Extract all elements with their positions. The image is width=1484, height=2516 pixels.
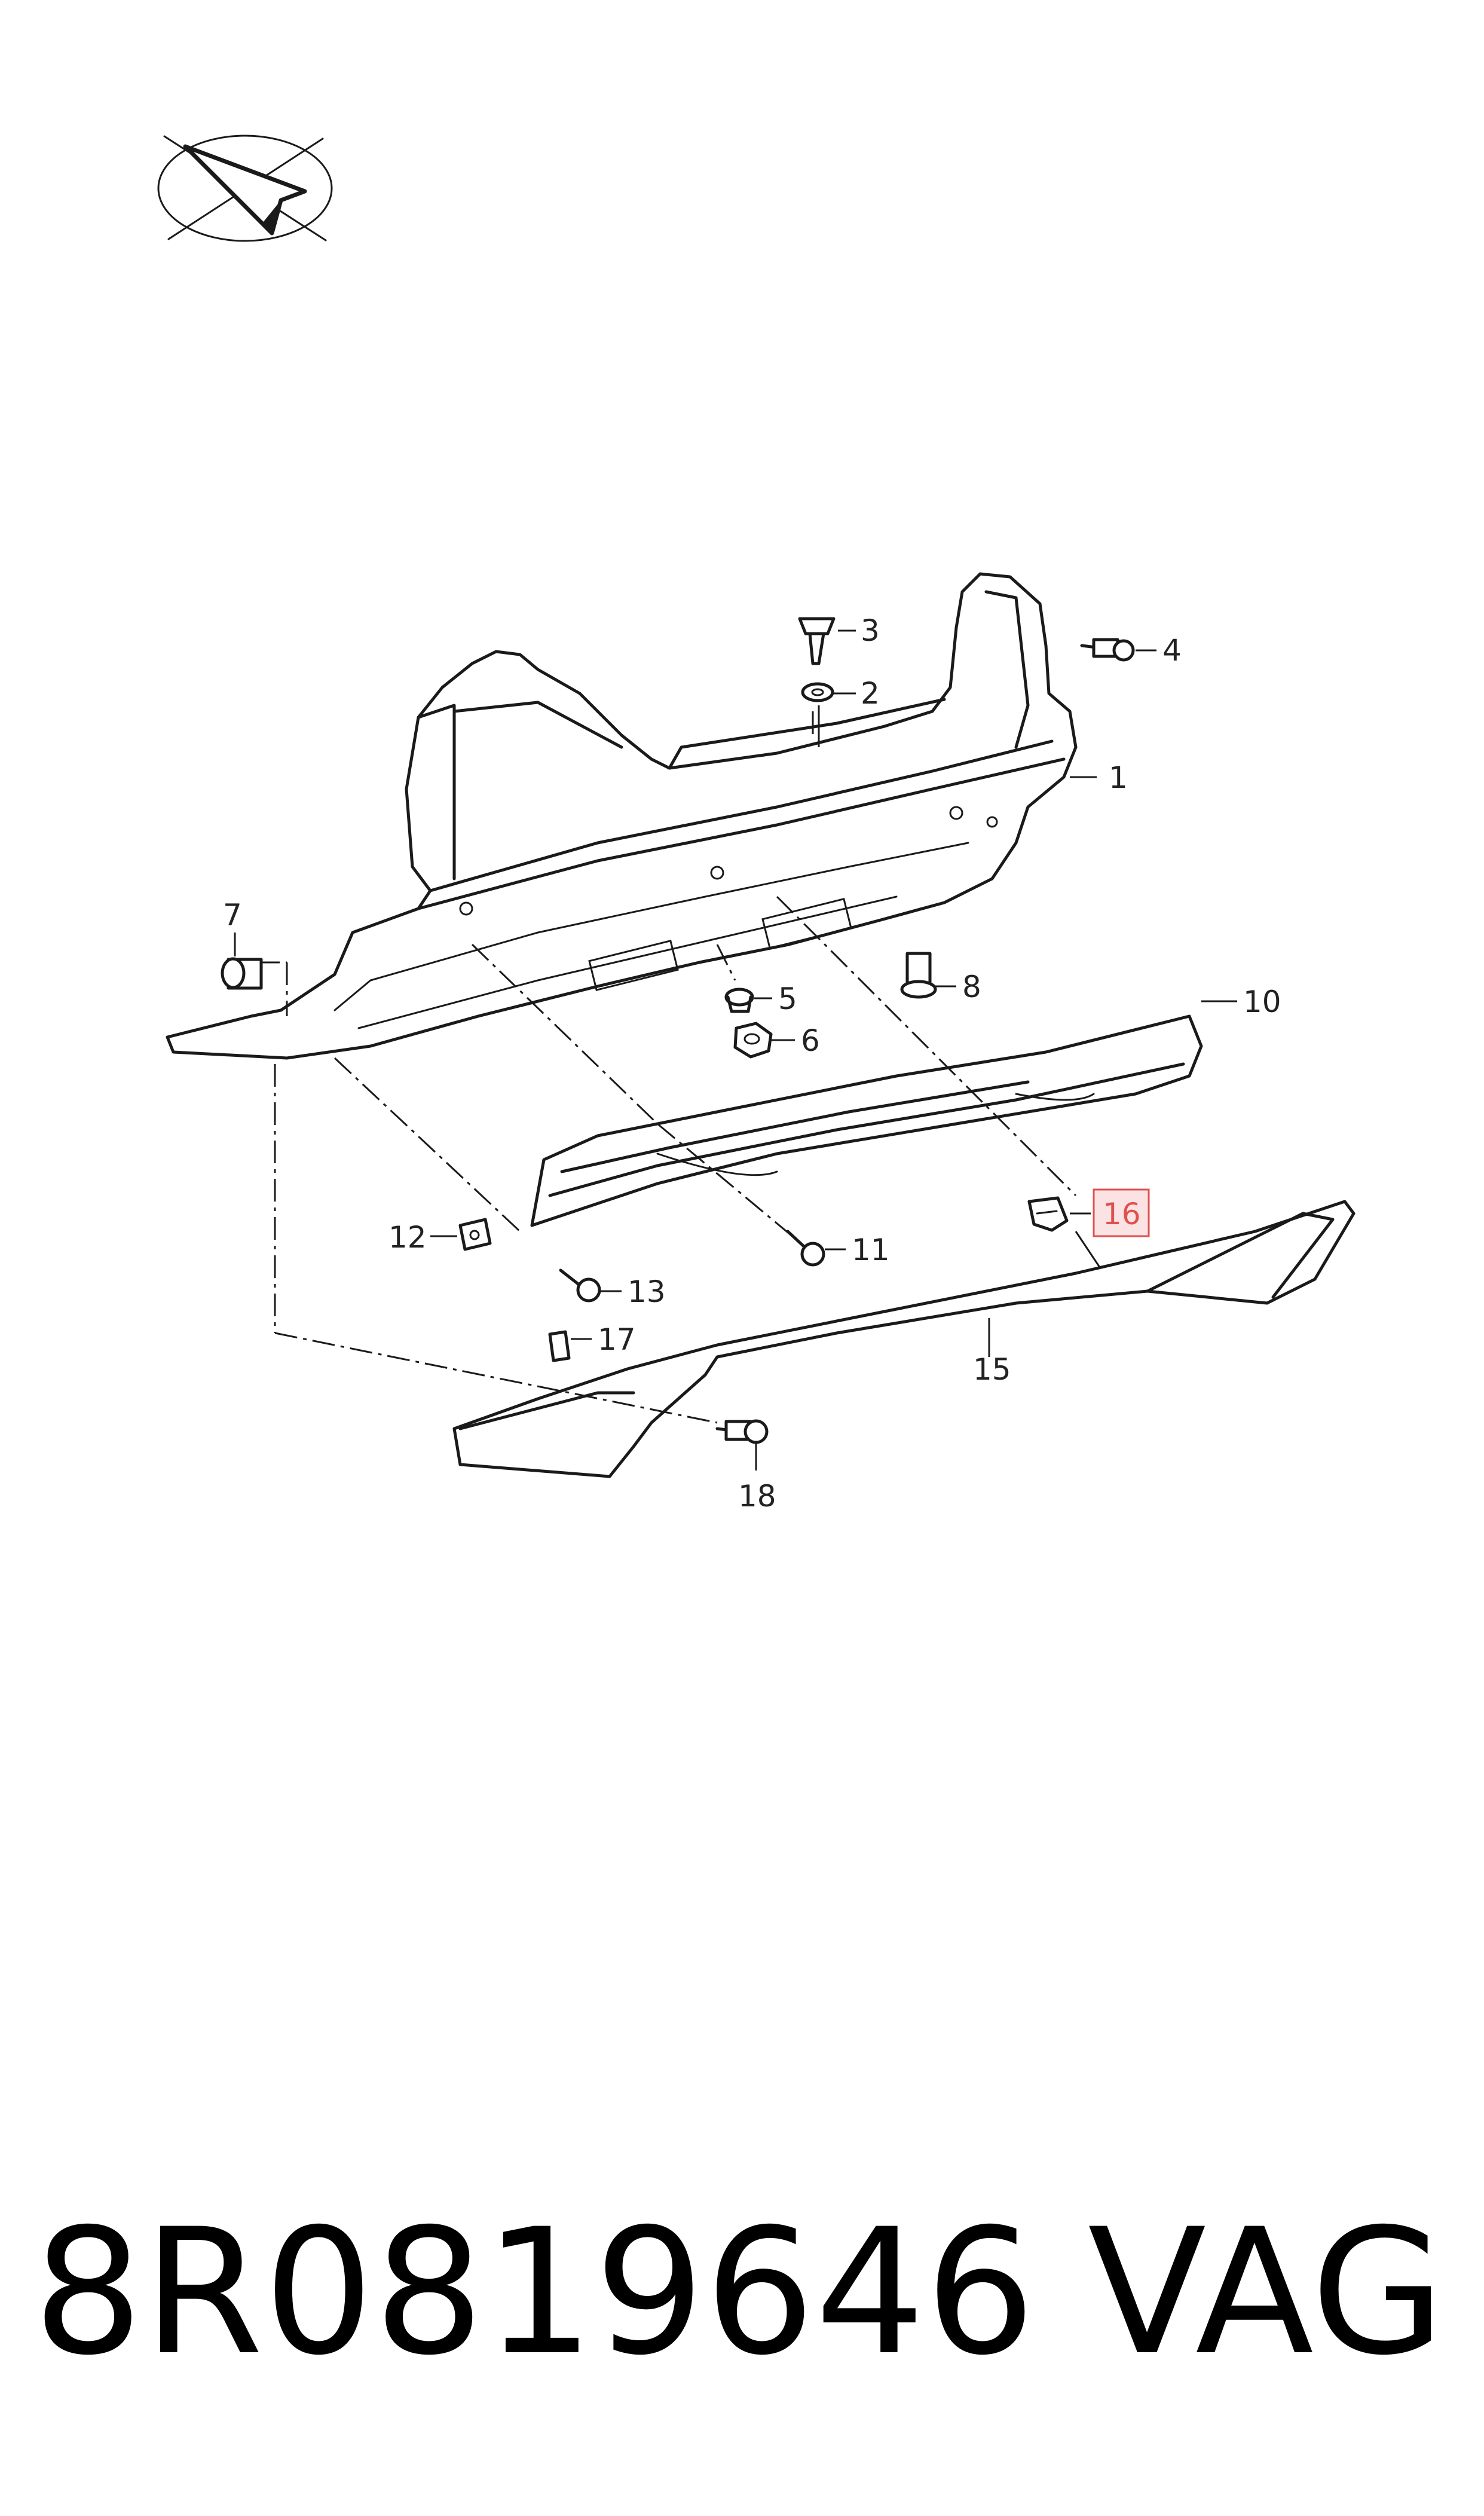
callout-3[interactable]: 3 <box>861 613 880 648</box>
plug-icon-7 <box>221 957 263 990</box>
screw-icon-13 <box>559 1268 601 1303</box>
grommet-icon-5 <box>724 988 754 1013</box>
diffuser-insert-part <box>530 1014 1203 1227</box>
nut-icon-6 <box>733 1022 773 1059</box>
clip-icon-16 <box>1027 1196 1069 1232</box>
callout-15[interactable]: 15 <box>973 1352 1011 1387</box>
callout-11[interactable]: 11 <box>852 1233 890 1267</box>
callout-13[interactable]: 13 <box>628 1274 666 1309</box>
highlight-box-16 <box>1093 1188 1150 1237</box>
lower-trim-strip-part <box>452 1200 1356 1478</box>
callout-10[interactable]: 10 <box>1243 985 1281 1019</box>
bolt-icon-18 <box>715 1419 769 1444</box>
screw-icon-3 <box>798 617 836 665</box>
screw-icon-11 <box>786 1230 825 1267</box>
callout-8[interactable]: 8 <box>962 970 981 1004</box>
brand-label: VAG <box>1088 2192 1445 2393</box>
callout-7[interactable]: 7 <box>223 898 242 933</box>
bumper-cover-part <box>166 572 1078 1060</box>
callout-12[interactable]: 12 <box>388 1220 427 1255</box>
callout-17[interactable]: 17 <box>598 1322 636 1357</box>
part-number: 8R0819646 <box>33 2192 1036 2393</box>
expansion-nut-icon-8 <box>900 952 937 999</box>
clip-icon-17 <box>548 1330 571 1362</box>
callout-16[interactable]: 16 <box>1103 1197 1141 1231</box>
callout-4[interactable]: 4 <box>1162 633 1182 668</box>
callout-6[interactable]: 6 <box>801 1023 820 1058</box>
bolt-icon-4 <box>1080 638 1135 662</box>
callout-5[interactable]: 5 <box>778 982 797 1016</box>
clip-icon-12 <box>458 1218 492 1251</box>
callout-18[interactable]: 18 <box>738 1479 776 1514</box>
leader-lines <box>234 629 1237 1471</box>
washer-icon-2 <box>801 682 834 702</box>
callout-1[interactable]: 1 <box>1109 760 1128 795</box>
orientation-arrow-icon <box>157 134 333 242</box>
callout-2[interactable]: 2 <box>861 676 880 711</box>
assembly-lines <box>257 711 1077 1424</box>
